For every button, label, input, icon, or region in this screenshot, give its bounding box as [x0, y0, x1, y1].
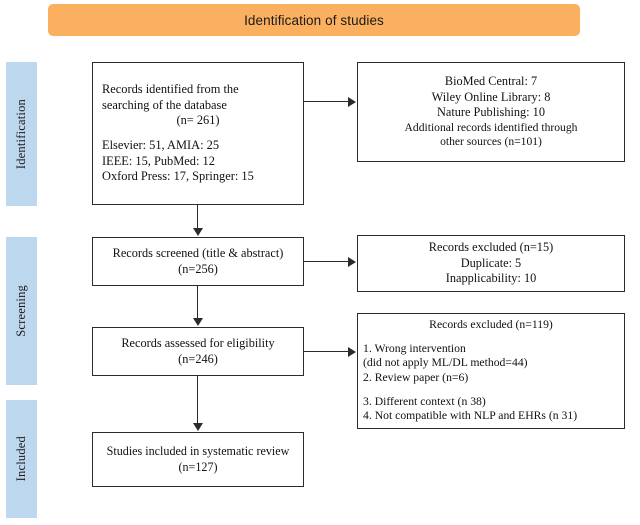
records-identified-line-4: Elsevier: 51, AMIA: 25	[102, 138, 220, 152]
records-identified-line-5: IEEE: 15, PubMed: 12	[102, 153, 215, 168]
additional-records-line-3: Nature Publishing: 10	[437, 105, 545, 120]
arrowhead-down-icon	[193, 228, 203, 236]
stage-label-identification-text: Identification	[14, 98, 28, 170]
arrowhead-down-icon	[193, 423, 203, 431]
records-screened-line-1: Records screened (title & abstract)	[112, 246, 284, 261]
records-identified-line-2: searching of the database	[102, 97, 227, 112]
connector-screened-to-assessed	[197, 286, 199, 319]
records-identified-spacer	[102, 129, 294, 138]
stage-label-screening-text: Screening	[14, 285, 28, 337]
records-excluded-screening-line-1: Records excluded (n=15)	[428, 240, 554, 255]
connector-identified-to-screened	[197, 205, 199, 229]
records-identified-line-6: Oxford Press: 17, Springer: 15	[102, 169, 254, 184]
stage-label-included-text: Included	[14, 436, 28, 482]
additional-records-line-1: BioMed Central: 7	[444, 74, 538, 89]
records-excluded-eligibility-line-5: 3. Different context (n 38)	[363, 394, 486, 408]
studies-included-count: (n=127)	[178, 459, 218, 474]
records-excluded-eligibility-spacer-1	[363, 333, 619, 342]
stage-label-screening: Screening	[6, 237, 37, 385]
additional-records-line-2: Wiley Online Library: 8	[431, 89, 551, 104]
records-excluded-eligibility-line-4: 2. Review paper (n=6)	[363, 371, 469, 384]
arrowhead-right-icon	[348, 347, 356, 357]
connector-assessed-to-excluded	[304, 351, 349, 353]
additional-records-line-4: Additional records identified through	[404, 120, 578, 134]
records-excluded-eligibility-line-6: 4. Not compatible with NLP and EHRs (n 3…	[363, 409, 578, 423]
studies-included-line-1: Studies included in systematic review	[106, 444, 290, 459]
records-identified-count: (n= 261)	[176, 113, 220, 128]
arrowhead-right-icon	[348, 97, 356, 107]
box-records-assessed: Records assessed for eligibility (n=246)	[92, 327, 304, 376]
stage-label-included: Included	[6, 400, 37, 518]
header-banner: Identification of studies	[48, 4, 580, 36]
connector-assessed-to-included	[197, 376, 199, 424]
records-assessed-count: (n=246)	[178, 351, 218, 366]
additional-records-line-5: other sources (n=101)	[440, 135, 542, 149]
records-excluded-screening-line-3: Inapplicability: 10	[445, 271, 537, 286]
records-excluded-eligibility-spacer-2	[363, 386, 619, 395]
box-records-identified: Records identified from the searching of…	[92, 62, 304, 205]
arrowhead-down-icon	[193, 318, 203, 326]
arrowhead-right-icon	[348, 257, 356, 267]
records-identified-line-1: Records identified from the	[102, 82, 239, 97]
box-records-screened: Records screened (title & abstract) (n=2…	[92, 237, 304, 286]
records-screened-count: (n=256)	[178, 261, 218, 276]
records-excluded-eligibility-line-3: (did not apply ML/DL method=44)	[363, 356, 528, 370]
connector-screened-to-excluded	[304, 261, 349, 263]
box-studies-included: Studies included in systematic review (n…	[92, 432, 304, 487]
records-excluded-eligibility-line-2: 1. Wrong intervention	[363, 341, 466, 355]
stage-label-identification: Identification	[6, 62, 37, 206]
records-assessed-line-1: Records assessed for eligibility	[121, 336, 275, 351]
connector-identified-to-additional	[304, 101, 349, 103]
records-excluded-screening-line-2: Duplicate: 5	[460, 255, 522, 270]
box-records-excluded-screening: Records excluded (n=15) Duplicate: 5 Ina…	[357, 235, 625, 292]
page-title: Identification of studies	[244, 12, 384, 28]
box-additional-records: BioMed Central: 7 Wiley Online Library: …	[357, 62, 625, 162]
records-excluded-eligibility-line-1: Records excluded (n=119)	[429, 317, 553, 331]
box-records-excluded-eligibility: Records excluded (n=119) 1. Wrong interv…	[357, 313, 625, 429]
